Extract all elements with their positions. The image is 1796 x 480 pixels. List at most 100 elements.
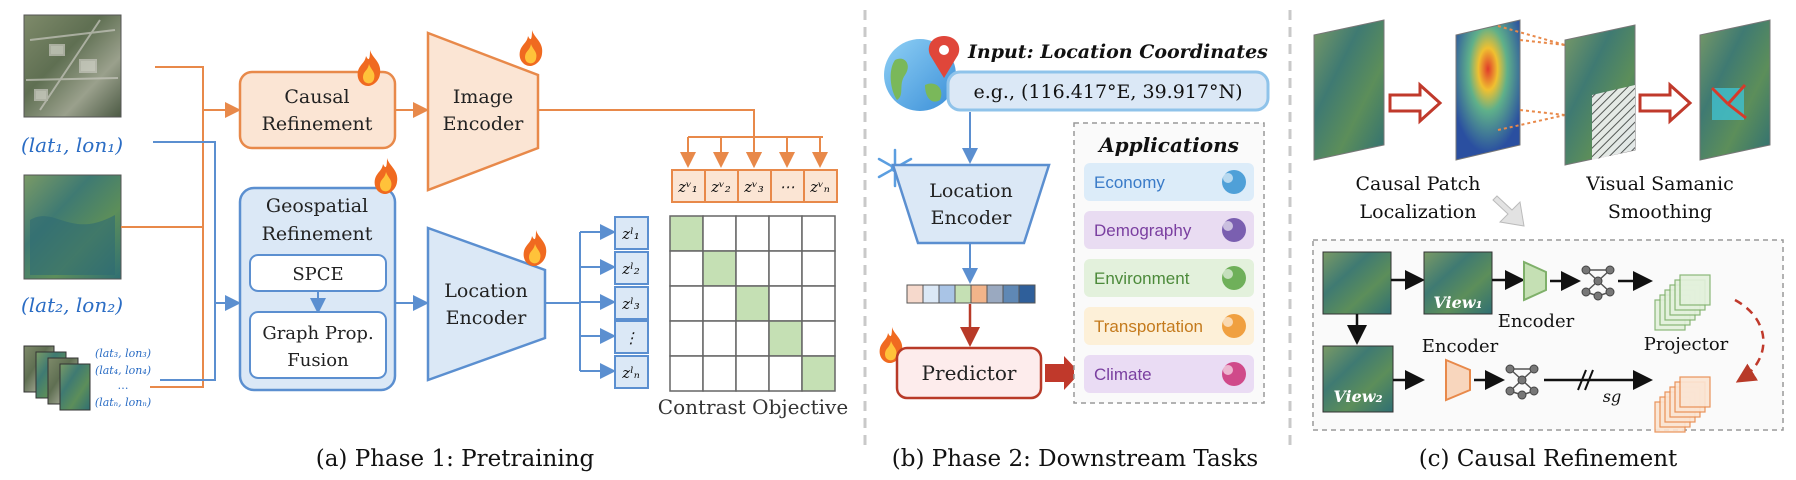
application-row (1084, 307, 1254, 345)
location-encoder-2-label-2: Encoder (931, 207, 1013, 229)
view1-label: View₁ (1433, 293, 1482, 312)
coord-list-item-4: (lat₄, lon₄) (95, 364, 151, 377)
zv-token (803, 169, 838, 203)
input-example-box (946, 70, 1270, 112)
view1-tile (1423, 251, 1493, 315)
application-row (1084, 259, 1254, 297)
matrix-cell (735, 320, 770, 357)
embedding-cell (986, 284, 1004, 304)
matrix-cell (735, 215, 770, 252)
zl-token (614, 251, 649, 285)
patch-label-1: Causal Patch (1355, 173, 1480, 195)
coord-list-ellipsis: … (118, 379, 129, 392)
zl-token (614, 320, 649, 354)
location-encoder-2-label-1: Location (929, 180, 1012, 202)
zl-token-label: zˡ₂ (621, 260, 640, 278)
zl-token-label: zˡₙ (621, 364, 640, 382)
application-icon (1222, 218, 1246, 242)
source-tile (1322, 251, 1392, 315)
predictor-box (895, 346, 1043, 400)
graph-fusion-label-1: Graph Prop. (262, 323, 373, 344)
matrix-cell (768, 250, 803, 287)
coord-list-item-n: (latₙ, lonₙ) (95, 396, 151, 409)
projector-features-green (1654, 274, 1711, 331)
matrix-cell (801, 285, 836, 322)
geospatial-refinement-label-2: Refinement (262, 223, 373, 245)
smooth-label-2: Smoothing (1608, 201, 1712, 223)
sg-label: sg (1603, 387, 1621, 406)
zl-token (614, 355, 649, 389)
coord-label-2: (lat₂, lon₂) (21, 293, 123, 317)
zl-token (614, 216, 649, 250)
zl-token-label: zˡ₁ (621, 225, 640, 243)
coordinate-input-arrows (153, 141, 616, 381)
smoothing-arrows-icon (1710, 83, 1747, 120)
embedding-cell (906, 284, 924, 304)
applications-list: EconomyDemographyEnvironmentTransportati… (1084, 163, 1254, 393)
matrix-cell (669, 285, 704, 322)
application-label: Demography (1094, 221, 1192, 240)
matrix-cell-positive (801, 355, 836, 392)
application-label: Climate (1094, 365, 1152, 384)
causal-refinement-label-2: Refinement (262, 113, 373, 135)
matrix-cell-positive (735, 285, 770, 322)
application-row (1084, 211, 1254, 249)
matrix-cell (801, 320, 836, 357)
smooth-label-1: Visual Samanic (1585, 173, 1734, 195)
location-encoder-2-shape (891, 163, 1051, 245)
application-icon (1222, 362, 1246, 386)
coord-label-1: (lat₁, lon₁) (21, 133, 123, 157)
encoder-top-shape (1523, 260, 1547, 302)
matrix-cell (702, 215, 737, 252)
phase3-caption: (c) Causal Refinement (1419, 446, 1678, 472)
matrix-cell (801, 250, 836, 287)
embedding-cell (1002, 284, 1020, 304)
matrix-cell (669, 355, 704, 392)
zv-token-label: zᵛ₃ (743, 178, 764, 196)
zv-token (737, 169, 772, 203)
image-encoder-label-1: Image (453, 86, 513, 108)
embedding-cell (954, 284, 972, 304)
coord-list-item-3: (lat₃, lon₃) (95, 347, 151, 360)
embedding-cell (970, 284, 988, 304)
matrix-cell (669, 320, 704, 357)
causal-refinement-label-1: Causal (284, 86, 349, 108)
location-encoder-label-2: Encoder (446, 307, 528, 329)
input-title: Input: Location Coordinates (967, 41, 1268, 63)
smoothing-arrow (1638, 81, 1693, 125)
input-satellite-tile (1313, 19, 1385, 161)
location-encoder-label-1: Location (444, 280, 527, 302)
matrix-cell (768, 215, 803, 252)
phase1-caption: (a) Phase 1: Pretraining (316, 446, 595, 472)
application-row (1084, 355, 1254, 393)
matrix-cell (801, 215, 836, 252)
application-label: Economy (1094, 173, 1165, 192)
contrast-matrix (669, 215, 836, 392)
heatmap-image (1455, 19, 1521, 161)
stop-gradient-icon (1577, 369, 1594, 391)
feature-map (1679, 274, 1711, 306)
application-icon (1222, 266, 1246, 290)
neural-net-icon (1581, 265, 1615, 301)
application-icon (1222, 170, 1246, 194)
matrix-cell (768, 285, 803, 322)
contrast-objective-label: Contrast Objective (658, 395, 848, 419)
embedding-cell (1018, 284, 1036, 304)
zv-token-label: zᵛ₁ (677, 178, 698, 196)
matrix-cell (702, 320, 737, 357)
satellite-image-1-texture (25, 19, 119, 111)
globe-pin-icon (884, 36, 960, 111)
image-encoder-label-2: Encoder (443, 113, 525, 135)
flame-icon (357, 50, 381, 86)
zl-token (614, 286, 649, 320)
patch-arrow (1388, 81, 1443, 125)
projector-features-orange (1654, 376, 1711, 433)
encoder-bottom-shape (1445, 358, 1471, 402)
input-example-text: e.g., (116.417°E, 39.917°N) (973, 81, 1242, 103)
matrix-cell (669, 250, 704, 287)
zv-token-label: zᵛ₂ (710, 178, 731, 196)
application-label: Transportation (1094, 317, 1203, 336)
down-arrow-icon (1492, 195, 1525, 227)
